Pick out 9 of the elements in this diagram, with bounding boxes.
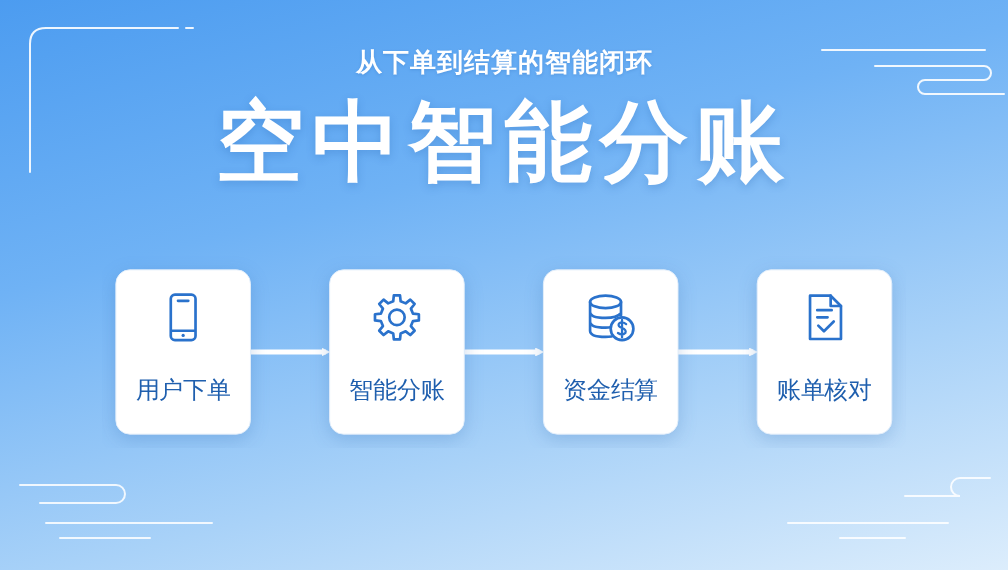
arrow — [678, 347, 758, 357]
node-box: 资金结算 — [543, 269, 679, 435]
title: 空中智能分账 — [216, 92, 792, 192]
node-box: 用户下单 — [115, 269, 252, 435]
node-box: 账单核对 — [756, 269, 893, 435]
arrow — [464, 347, 544, 357]
node-box: 智能分账 — [329, 269, 465, 435]
arrow — [250, 347, 331, 357]
subtitle: 从下单到结算的智能闭环 — [355, 46, 653, 78]
